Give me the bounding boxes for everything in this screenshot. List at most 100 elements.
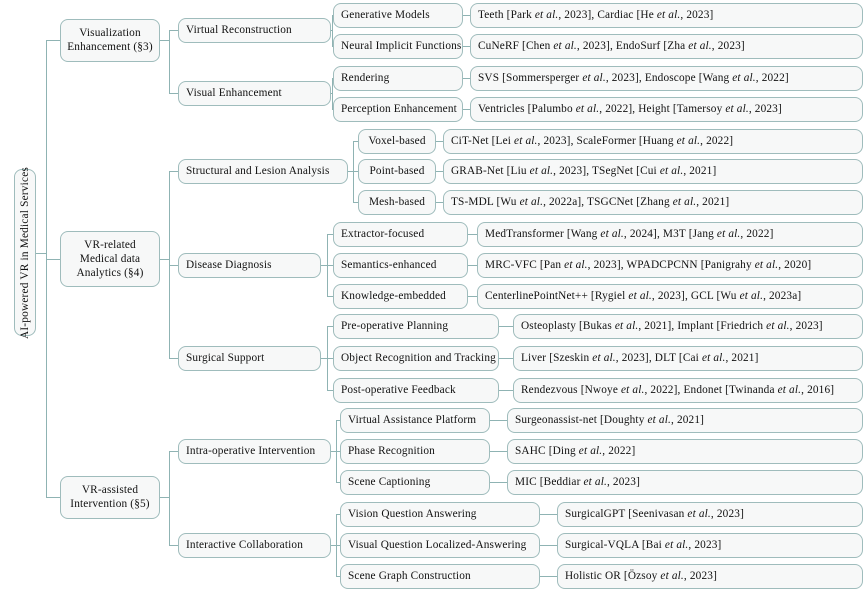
leaf-node-object-recognition-and-tracking[interactable]: Object Recognition and Tracking: [333, 345, 499, 371]
citation-node-label: Osteoplasty [Bukas et al., 2021], Implan…: [521, 319, 823, 332]
leaf-node-extractor-focused[interactable]: Extractor-focused: [333, 221, 468, 247]
category-stub: [331, 451, 336, 452]
leaf-node-mesh-based[interactable]: Mesh-based: [358, 189, 436, 215]
category-sub-spine: [332, 78, 333, 109]
citation-node-voxel-based[interactable]: CiT-Net [Lei et al., 2023], ScaleFormer …: [443, 128, 863, 154]
category-node-interactive-collaboration[interactable]: Interactive Collaboration: [178, 532, 331, 558]
branch-connector: [46, 40, 60, 41]
leaf-node-neural-implicit-functions[interactable]: Neural Implicit Functions: [333, 33, 463, 59]
citation-node-semantics-enhanced[interactable]: MRC-VFC [Pan et al., 2023], WPADCPCNN [P…: [477, 252, 863, 278]
leaf-node-label: Scene Captioning: [348, 475, 431, 488]
branch-node-label-line: Intervention (§5): [70, 498, 150, 510]
leaf-connector: [332, 15, 333, 16]
citation-node-label: Teeth [Park et al., 2023], Cardiac [He e…: [478, 8, 714, 21]
branch-node-label-line: Medical data: [79, 252, 141, 265]
category-node-intra-operative-intervention[interactable]: Intra-operative Intervention: [178, 438, 331, 464]
citation-node-post-operative-feedback[interactable]: Rendezvous [Nwoye et al., 2022], Endonet…: [513, 377, 863, 403]
citation-node-neural-implicit-functions[interactable]: CuNeRF [Chen et al., 2023], EndoSurf [Zh…: [470, 33, 863, 59]
leaf-node-visual-question-localized-answering[interactable]: Visual Question Localized-Answering: [340, 532, 540, 558]
citation-node-generative-models[interactable]: Teeth [Park et al., 2023], Cardiac [He e…: [470, 2, 863, 28]
branch-sub-spine: [169, 30, 170, 93]
leaf-node-label: Knowledge-embedded: [341, 289, 446, 302]
leaf-node-semantics-enhanced[interactable]: Semantics-enhanced: [333, 252, 468, 278]
citation-node-visual-question-localized-answering[interactable]: Surgical-VQLA [Bai et al., 2023]: [557, 532, 863, 558]
leaf-connector: [327, 358, 333, 359]
citation-connector: [490, 451, 507, 452]
category-node-virtual-reconstruction[interactable]: Virtual Reconstruction: [178, 17, 331, 43]
leaf-connector: [327, 265, 333, 266]
citation-connector: [463, 78, 470, 79]
branch-stub: [160, 40, 169, 41]
citation-node-extractor-focused[interactable]: MedTransformer [Wang et al., 2024], M3T …: [477, 221, 863, 247]
leaf-node-label: Extractor-focused: [341, 227, 425, 240]
leaf-node-perception-enhancement[interactable]: Perception Enhancement: [333, 96, 463, 122]
leaf-node-virtual-assistance-platform[interactable]: Virtual Assistance Platform: [340, 407, 490, 433]
category-connector: [169, 358, 178, 359]
citation-node-object-recognition-and-tracking[interactable]: Liver [Szeskin et al., 2023], DLT [Cai e…: [513, 345, 863, 371]
citation-node-perception-enhancement[interactable]: Ventricles [Palumbo et al., 2022], Heigh…: [470, 96, 863, 122]
citation-connector: [540, 576, 557, 577]
leaf-node-vision-question-answering[interactable]: Vision Question Answering: [340, 501, 540, 527]
citation-node-label: MIC [Beddiar et al., 2023]: [515, 475, 641, 488]
citation-node-scene-graph-construction[interactable]: Holistic OR [Özsoy et al., 2023]: [557, 563, 863, 589]
category-node-label: Intra-operative Intervention: [186, 444, 316, 457]
leaf-node-scene-graph-construction[interactable]: Scene Graph Construction: [340, 563, 540, 589]
citation-connector: [463, 109, 470, 110]
root-connector: [36, 252, 46, 254]
leaf-node-scene-captioning[interactable]: Scene Captioning: [340, 469, 490, 495]
category-node-disease-diagnosis[interactable]: Disease Diagnosis: [178, 252, 321, 278]
leaf-node-label: Object Recognition and Tracking: [341, 351, 496, 364]
category-stub: [348, 171, 353, 172]
category-stub: [331, 30, 332, 31]
branch-connector: [46, 259, 60, 260]
leaf-node-voxel-based[interactable]: Voxel-based: [358, 128, 436, 154]
citation-node-virtual-assistance-platform[interactable]: Surgeonassist-net [Doughty et al., 2021]: [507, 407, 863, 433]
citation-node-rendering[interactable]: SVS [Sommersperger et al., 2023], Endosc…: [470, 65, 863, 91]
citation-connector: [436, 171, 443, 172]
citation-connector: [499, 326, 513, 327]
citation-node-label: Liver [Szeskin et al., 2023], DLT [Cai e…: [521, 351, 759, 364]
leaf-node-generative-models[interactable]: Generative Models: [333, 2, 463, 28]
category-node-surgical-support[interactable]: Surgical Support: [178, 345, 321, 371]
category-node-label: Interactive Collaboration: [186, 538, 303, 551]
citation-node-label: SurgicalGPT [Seenivasan et al., 2023]: [565, 507, 744, 520]
citation-connector: [468, 234, 477, 235]
citation-node-knowledge-embedded[interactable]: CenterlinePointNet++ [Rygiel et al., 202…: [477, 283, 863, 309]
root-node: AI-powered VR in Medical Services: [14, 166, 36, 339]
category-sub-spine: [332, 15, 333, 46]
leaf-node-knowledge-embedded[interactable]: Knowledge-embedded: [333, 283, 468, 309]
citation-node-point-based[interactable]: GRAB-Net [Liu et al., 2023], TSegNet [Cu…: [443, 158, 863, 184]
category-stub: [331, 545, 336, 546]
category-node-visual-enhancement[interactable]: Visual Enhancement: [178, 80, 331, 106]
category-node-structural-and-lesion-analysis[interactable]: Structural and Lesion Analysis: [178, 158, 348, 184]
citation-node-vision-question-answering[interactable]: SurgicalGPT [Seenivasan et al., 2023]: [557, 501, 863, 527]
citation-node-mesh-based[interactable]: TS-MDL [Wu et al., 2022a], TSGCNet [Zhan…: [443, 189, 863, 215]
citation-connector: [463, 15, 470, 16]
leaf-node-post-operative-feedback[interactable]: Post-operative Feedback: [333, 377, 499, 403]
leaf-node-phase-recognition[interactable]: Phase Recognition: [340, 438, 490, 464]
leaf-node-label: Visual Question Localized-Answering: [348, 538, 527, 551]
leaf-node-rendering[interactable]: Rendering: [333, 65, 463, 91]
leaf-node-point-based[interactable]: Point-based: [358, 158, 436, 184]
citation-node-pre-operative-planning[interactable]: Osteoplasty [Bukas et al., 2021], Implan…: [513, 313, 863, 339]
citation-node-phase-recognition[interactable]: SAHC [Ding et al., 2022]: [507, 438, 863, 464]
citation-connector: [540, 514, 557, 515]
citation-node-scene-captioning[interactable]: MIC [Beddiar et al., 2023]: [507, 469, 863, 495]
leaf-connector: [335, 482, 340, 483]
citation-connector: [540, 545, 557, 546]
citation-connector: [499, 390, 513, 391]
citation-node-label: MedTransformer [Wang et al., 2024], M3T …: [485, 227, 774, 240]
leaf-connector: [327, 390, 333, 391]
leaf-connector: [335, 545, 340, 546]
leaf-connector: [327, 326, 333, 327]
citation-node-label: CenterlinePointNet++ [Rygiel et al., 202…: [485, 289, 802, 302]
leaf-node-label: Mesh-based: [368, 195, 426, 208]
category-node-label: Virtual Reconstruction: [186, 23, 292, 36]
citation-node-label: CuNeRF [Chen et al., 2023], EndoSurf [Zh…: [478, 39, 745, 52]
category-node-label: Disease Diagnosis: [186, 258, 272, 271]
leaf-node-pre-operative-planning[interactable]: Pre-operative Planning: [333, 313, 499, 339]
category-connector: [169, 265, 178, 266]
